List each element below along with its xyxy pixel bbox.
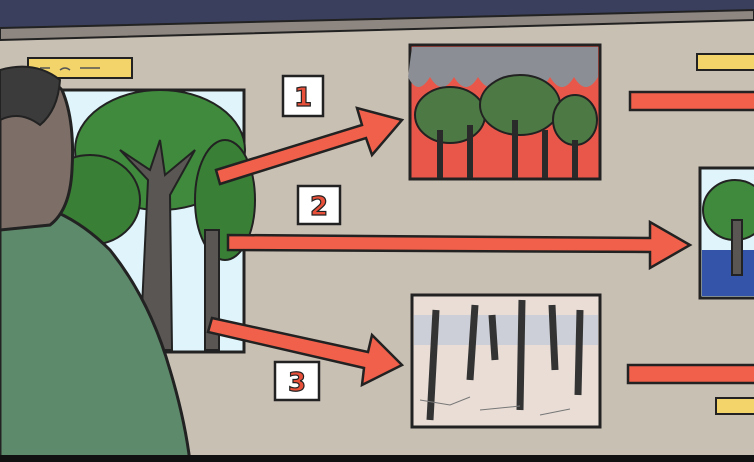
person: [0, 65, 192, 462]
label-number: 3: [288, 368, 306, 398]
label-number: 2: [310, 192, 328, 222]
label-number: 1: [294, 83, 312, 113]
arrow-3: [206, 316, 405, 388]
arrow-2: [226, 219, 693, 271]
arrow-tail: [626, 363, 754, 385]
sticky-note: [696, 53, 754, 71]
arrow-tail: [628, 90, 754, 112]
wall-trim: [0, 8, 754, 42]
label-card-1: 1: [281, 74, 325, 118]
label-card-2: 2: [296, 184, 342, 226]
ceiling: [0, 0, 754, 28]
frame-border: [0, 455, 754, 462]
photo-drought-forest: [410, 293, 602, 429]
arrow-1: [214, 106, 405, 186]
sticky-note: [715, 397, 754, 415]
label-card-3: 3: [273, 360, 321, 402]
arrows: [206, 90, 754, 388]
photo-flooded-forest: [698, 166, 754, 300]
photo-burning-forest: [408, 43, 602, 181]
